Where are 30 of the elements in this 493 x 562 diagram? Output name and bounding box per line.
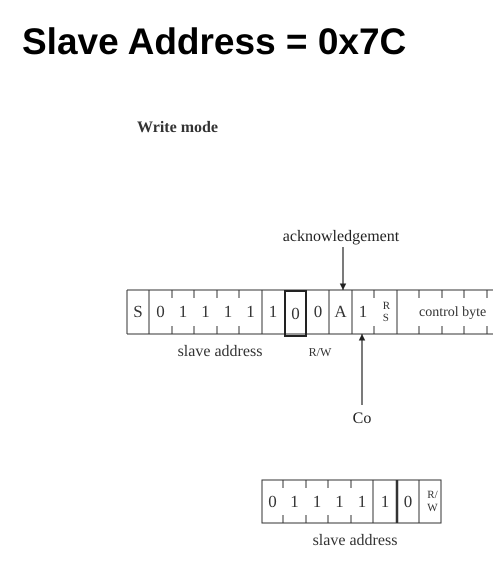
title: Slave Address = 0x7C xyxy=(22,20,406,64)
annotation-text: Co xyxy=(348,405,376,429)
bit-cell: 1 xyxy=(194,290,217,334)
bit-cell: A xyxy=(329,290,352,334)
annotation-text: acknowledgement xyxy=(266,205,416,247)
bit-cell: 0 xyxy=(307,290,329,334)
field-label: R/W xyxy=(308,344,332,361)
bit-cell: 0 xyxy=(149,290,172,334)
bit-cell: 1 xyxy=(172,290,194,334)
bit-cell: 1 xyxy=(352,290,374,334)
bit-cell: 1 xyxy=(351,480,373,523)
bit-cell: 1 xyxy=(283,480,306,523)
section-heading: Write mode xyxy=(137,118,220,138)
bit-cell: 1 xyxy=(328,480,351,523)
bit-cell: R/W xyxy=(419,480,441,523)
bit-cell: 1 xyxy=(262,290,284,334)
bit-cell: control byte xyxy=(397,290,493,334)
field-label: slave address xyxy=(176,342,264,362)
arrow xyxy=(340,247,346,290)
bit-cell: 1 xyxy=(373,480,397,523)
arrow xyxy=(358,334,366,405)
bit-cell: 1 xyxy=(217,290,239,334)
bit-cell: S xyxy=(127,290,149,334)
bit-cell: 0 xyxy=(262,480,283,523)
bit-cell: 0 xyxy=(284,290,307,337)
field-label: slave address xyxy=(312,531,398,551)
bit-cell: 0 xyxy=(397,480,419,523)
bit-cell: RS xyxy=(374,290,397,334)
bit-cell: 1 xyxy=(306,480,328,523)
bit-cell: 1 xyxy=(239,290,262,334)
